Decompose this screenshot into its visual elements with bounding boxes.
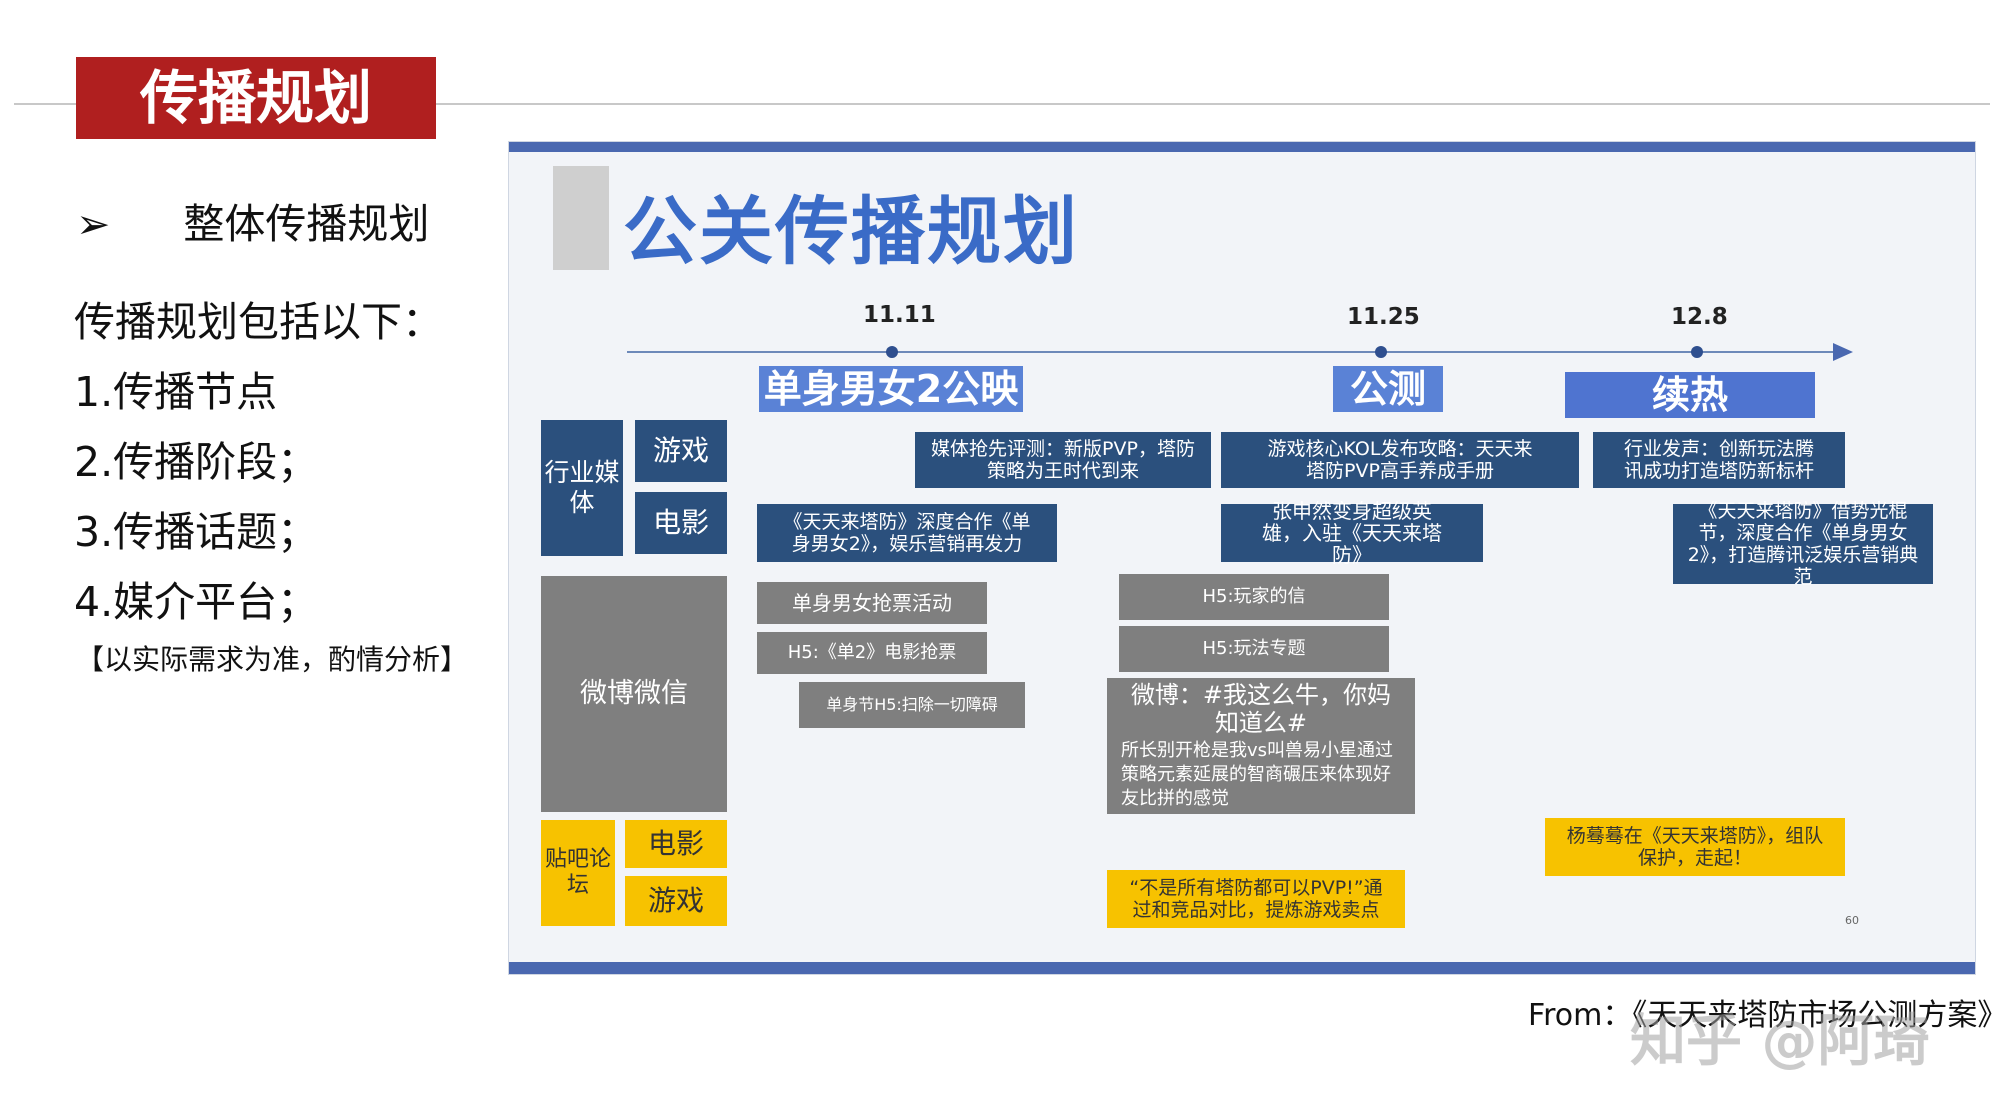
timeline-node	[1375, 346, 1387, 358]
timeline-date: 12.8	[1671, 304, 1728, 330]
channel-movie: 电影	[635, 492, 727, 554]
yang-mi-box: 杨蓦蓦在《天天来塔防》，组队保护，走起！	[1545, 818, 1845, 876]
h5-letter-box: H5:玩家的信	[1119, 574, 1389, 620]
bullet-arrow-icon: ➢	[76, 200, 111, 248]
channel-industry-media: 行业媒体	[541, 420, 623, 556]
deep-coop-box: 《天天来塔防》深度合作《单身男女2》，娱乐营销再发力	[757, 504, 1057, 562]
ticket-activity-box: 单身男女抢票活动	[757, 582, 987, 624]
weibo-campaign-heading: 微博：#我这么牛，你妈知道么#	[1130, 681, 1392, 737]
list-item: 3.传播话题；	[74, 508, 319, 556]
h5-gameplay-box: H5:玩法专题	[1119, 626, 1389, 672]
timeline-date: 11.11	[863, 302, 936, 328]
channel-game: 游戏	[635, 420, 727, 482]
pvp-compare-box: “不是所有塔防都可以PVP!”通过和竞品对比，提炼游戏卖点	[1107, 870, 1405, 928]
media-review-box: 媒体抢先评测：新版PVP，塔防策略为王时代到来	[915, 432, 1211, 488]
intro-text: 传播规划包括以下：	[74, 298, 443, 346]
timeline-date: 11.25	[1347, 304, 1420, 330]
timeline-arrow-icon	[1833, 343, 1853, 361]
h5-singles-box: 单身节H5:扫除一切障碍	[799, 682, 1025, 728]
slide-title-tab	[553, 166, 609, 270]
h5-ticket-box: H5:《单2》电影抢票	[757, 632, 987, 674]
page-title: 传播规划	[76, 57, 436, 139]
header-divider-line	[14, 103, 1990, 105]
phase-label: 公测	[1333, 366, 1443, 412]
slide-title: 公关传播规划	[623, 189, 1079, 275]
weibo-campaign-box: 微博：#我这么牛，你妈知道么# 所长别开枪是我vs叫兽易小星通过策略元素延展的智…	[1107, 678, 1415, 814]
borrow-momentum-box: 《天天来塔防》借势光棍节，深度合作《单身男女2》，打造腾讯泛娱乐营销典范	[1673, 500, 1933, 588]
phase-label: 单身男女2公映	[759, 366, 1023, 412]
slide-top-bar	[509, 142, 1975, 152]
weibo-campaign-body: 所长别开枪是我vs叫兽易小星通过策略元素延展的智商碾压来体现好友比拼的感觉	[1121, 740, 1394, 809]
channel-tieba-forum: 贴吧论坛	[541, 820, 615, 926]
slide-bottom-bar	[509, 962, 1975, 974]
timeline-node	[1691, 346, 1703, 358]
channel-weibo-wechat: 微博微信	[541, 576, 727, 812]
industry-voice-box: 行业发声：创新玩法腾讯成功打造塔防新标杆	[1593, 432, 1845, 488]
list-item: 2.传播阶段；	[74, 438, 319, 486]
section-heading: 整体传播规划	[183, 200, 430, 248]
section-heading-row: ➢ 整体传播规划	[76, 190, 429, 250]
source-citation: From：《天天来塔防市场公测方案》	[1528, 998, 2007, 1033]
phase-label: 续热	[1565, 372, 1815, 418]
zhang-hero-box: 张申然变身超级英雄，入驻《天天来塔防》	[1221, 500, 1483, 566]
channel-forum-movie: 电影	[625, 820, 727, 868]
note-text: 【以实际需求为准，酌情分析】	[76, 643, 469, 676]
list-item: 1.传播节点	[74, 368, 278, 416]
slide-page-number: 60	[1845, 914, 1859, 927]
kol-guide-box: 游戏核心KOL发布攻略：天天来塔防PVP高手养成手册	[1221, 432, 1579, 488]
channel-forum-game: 游戏	[625, 876, 727, 926]
timeline-node	[886, 346, 898, 358]
embedded-slide: 公关传播规划 11.11 11.25 12.8 单身男女2公映 公测 续热 行业…	[508, 141, 1976, 975]
list-item: 4.媒介平台；	[74, 578, 319, 626]
timeline-axis	[627, 351, 1837, 353]
watermark: 知乎 @阿琦	[1630, 1009, 1930, 1074]
